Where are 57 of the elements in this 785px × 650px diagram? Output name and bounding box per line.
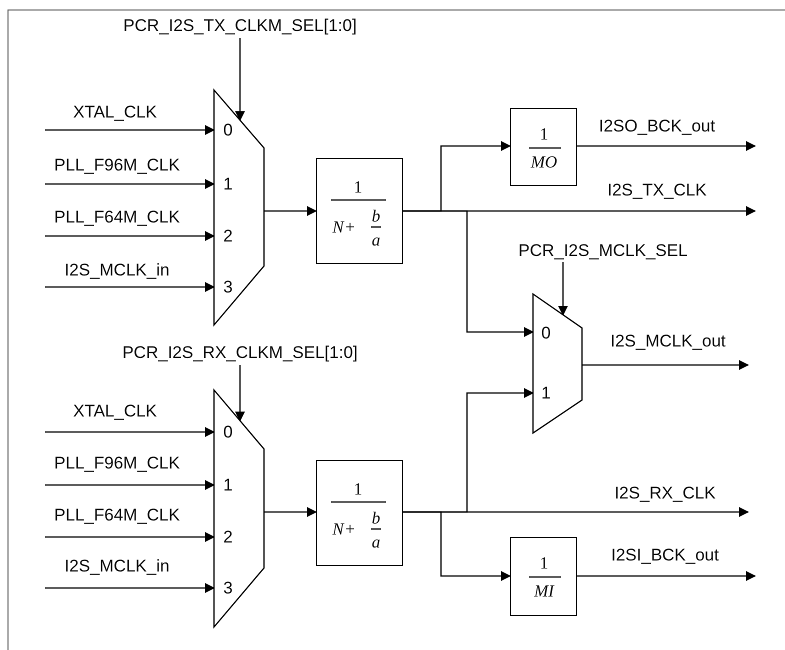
edge-label: I2SI_BCK_out bbox=[611, 546, 719, 564]
edge-label: I2S_MCLK_out bbox=[610, 332, 726, 350]
formula-term: MO bbox=[530, 154, 558, 170]
edge-label: XTAL_CLK bbox=[73, 104, 157, 120]
input-number: 1 bbox=[223, 476, 233, 494]
signal-arrow bbox=[235, 38, 245, 122]
multiplexer-symbol bbox=[214, 390, 264, 627]
signal-arrow bbox=[403, 511, 511, 581]
signal-arrow bbox=[45, 532, 215, 542]
signal-arrow bbox=[582, 360, 749, 370]
signal-arrow bbox=[264, 507, 317, 517]
edge-label: I2S_MCLK_in bbox=[64, 262, 170, 278]
formula-term: b bbox=[372, 208, 380, 224]
edge-label: PLL_F96M_CLK bbox=[54, 156, 180, 174]
input-number: 0 bbox=[223, 122, 233, 138]
input-number: 3 bbox=[223, 278, 233, 296]
formula-term: MI bbox=[534, 582, 554, 600]
signal-name: PCR_I2S_TX_CLKM_SEL[1:0] bbox=[110, 14, 370, 38]
signal-arrow bbox=[45, 480, 215, 490]
signal-arrow bbox=[403, 210, 534, 337]
input-number: 3 bbox=[223, 580, 233, 596]
edge-label: XTAL_CLK bbox=[73, 402, 157, 420]
signal-arrow bbox=[45, 179, 215, 189]
edge-label: PLL_F96M_CLK bbox=[54, 454, 180, 472]
signal-arrow bbox=[45, 427, 215, 437]
formula-term: 1 bbox=[354, 480, 362, 498]
formula-term: N bbox=[332, 520, 344, 538]
input-number: 0 bbox=[541, 324, 551, 342]
edge-label: PLL_F64M_CLK bbox=[54, 208, 180, 226]
signal-arrow bbox=[264, 206, 317, 216]
signal-arrow bbox=[45, 583, 215, 593]
signal-arrow bbox=[45, 282, 215, 292]
edge-label: I2SO_BCK_out bbox=[598, 118, 716, 134]
signal-name: PCR_I2S_MCLK_SEL bbox=[473, 240, 733, 262]
signal-arrow bbox=[45, 231, 215, 241]
input-number: 2 bbox=[223, 228, 233, 244]
formula-term: 1 bbox=[540, 554, 548, 572]
multiplexer-symbol bbox=[533, 294, 582, 433]
edge-label: I2S_RX_CLK bbox=[614, 484, 716, 502]
signal-arrow bbox=[45, 125, 215, 135]
signal-arrow bbox=[558, 262, 568, 316]
formula-term: b bbox=[372, 510, 380, 526]
edge-label: PLL_F64M_CLK bbox=[54, 506, 180, 524]
input-number: 2 bbox=[223, 528, 233, 546]
signal-arrow bbox=[577, 141, 756, 151]
formula-term: N bbox=[332, 218, 344, 236]
formula-term: 1 bbox=[354, 178, 362, 196]
signal-name: PCR_I2S_RX_CLKM_SEL[1:0] bbox=[110, 341, 370, 365]
edge-label: I2S_MCLK_in bbox=[64, 558, 170, 574]
signal-arrow bbox=[235, 365, 245, 422]
formula-term: 1 bbox=[540, 126, 548, 142]
signal-arrow bbox=[577, 571, 756, 581]
input-number: 0 bbox=[223, 424, 233, 440]
multiplexer-symbol bbox=[214, 90, 264, 325]
edge-label: I2S_TX_CLK bbox=[607, 182, 707, 198]
input-number: 1 bbox=[541, 384, 551, 402]
input-number: 1 bbox=[223, 176, 233, 192]
